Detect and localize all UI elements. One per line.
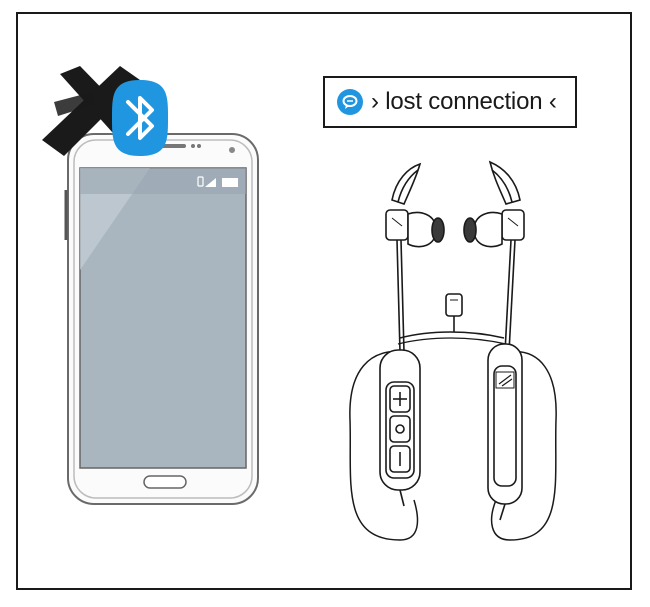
front-camera	[229, 147, 235, 153]
earphones	[349, 160, 557, 541]
volume-down-button	[389, 445, 411, 473]
smartphone	[64, 133, 259, 505]
speech-bubble-icon	[342, 95, 358, 109]
voice-prompt-icon	[337, 89, 363, 115]
earpiece	[160, 144, 201, 148]
cable-slider	[445, 293, 463, 332]
status-bar-icons	[197, 176, 238, 187]
voice-prompt-box: › lost connection ‹	[323, 76, 577, 128]
bluetooth-icon	[112, 80, 168, 156]
remote-control	[379, 349, 421, 507]
volume-up-button	[389, 385, 411, 413]
multi-function-button	[389, 415, 411, 443]
battery-module	[487, 343, 523, 521]
home-button	[143, 475, 187, 489]
voice-prompt-text: › lost connection ‹	[371, 88, 557, 115]
left-earbud	[385, 162, 445, 353]
brand-logo-icon	[495, 371, 515, 389]
right-earbud	[463, 160, 525, 353]
